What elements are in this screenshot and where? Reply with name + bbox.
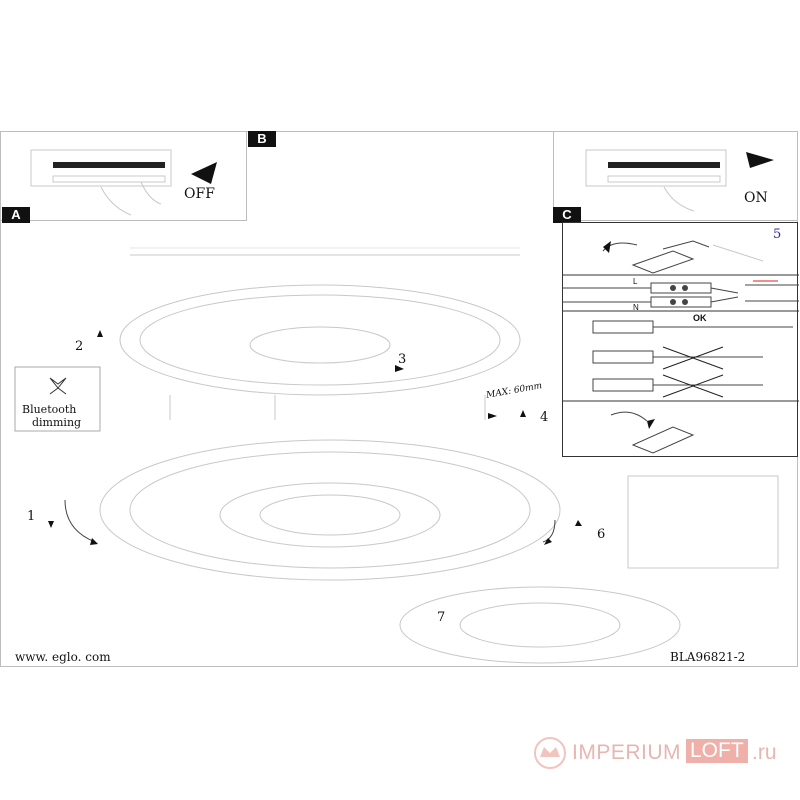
bluetooth-label-line1: Bluetooth (22, 403, 77, 416)
step-3-label: 3 (398, 352, 407, 367)
wire-n-label: N (633, 303, 639, 312)
breaker-on-illustration (585, 149, 774, 212)
watermark-brand-left: IMPERIUM (572, 741, 681, 764)
breaker-off-illustration (30, 149, 217, 216)
panel-c-tag: C (553, 207, 581, 223)
panel-a-tag: A (2, 207, 30, 223)
watermark-logo: IMPERIUM LOFT .ru (530, 735, 790, 771)
off-label: OFF (184, 186, 215, 202)
bluetooth-label-line2: dimming (32, 416, 82, 429)
crown-icon (534, 737, 566, 769)
on-label: ON (744, 190, 768, 206)
step-1-label: 1 (27, 509, 36, 524)
panel-breaker-on: ON (553, 131, 798, 221)
wiring-illustration (563, 240, 799, 454)
step-4-label: 4 (540, 410, 549, 425)
footer-website: www. eglo. com (15, 650, 111, 664)
watermark-brand-box: LOFT (686, 739, 748, 763)
panel-b-breaker-off: OFF (0, 131, 247, 221)
wire-l-label: L (633, 277, 638, 286)
panel-b-tag: B (248, 131, 276, 147)
step-7-label: 7 (437, 610, 446, 625)
footer-code: BLA96821-2 (670, 650, 746, 664)
ok-label: OK (693, 313, 707, 323)
watermark-brand-suffix: .ru (752, 741, 777, 764)
panel-c-step-number: 5 (773, 227, 782, 242)
panel-c-wiring: 5 L N OK (562, 222, 799, 457)
step-2-label: 2 (75, 339, 84, 354)
step-6-label: 6 (597, 527, 606, 542)
